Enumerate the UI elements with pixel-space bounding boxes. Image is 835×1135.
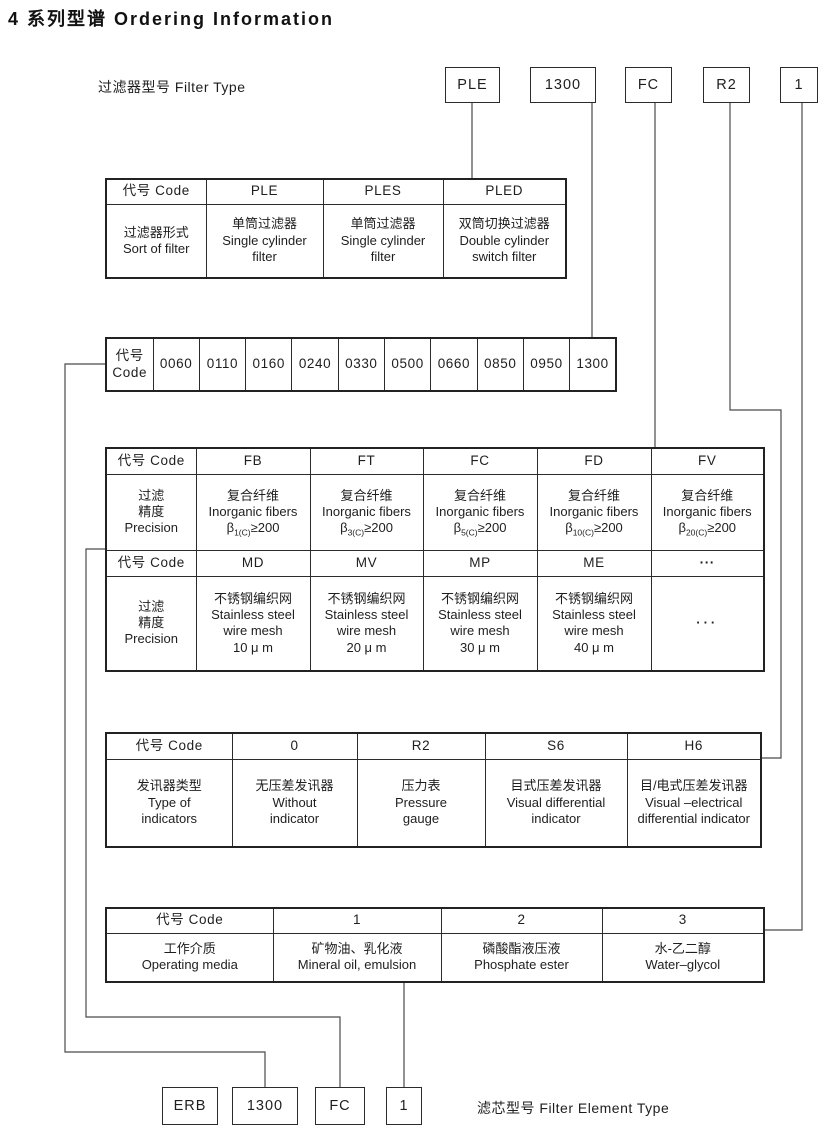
desc-cell: 双筒切换过滤器 Double cylinder switch filter xyxy=(442,203,567,279)
code-header-cell: 代号 Code xyxy=(105,178,207,205)
size-code-table: 代号 Code 0060 0110 0160 0240 0330 0500 06… xyxy=(105,337,617,392)
code-cell: 0330 xyxy=(337,337,385,392)
bottom-box-erb: ERB xyxy=(162,1087,218,1125)
code-header-cell: 代号 Code xyxy=(105,337,154,392)
row-label-cell: 过滤 精度 Precision xyxy=(105,575,197,672)
ellipsis-cell: ··· xyxy=(650,549,765,577)
code-cell: FB xyxy=(195,447,311,475)
bottom-box-fc: FC xyxy=(315,1087,365,1125)
code-header-cell: 代号 Code xyxy=(105,732,233,760)
filter-element-type-label: 滤芯型号 Filter Element Type xyxy=(477,1100,670,1116)
desc-cell: 不锈钢编织网 Stainless steel wire mesh 40 μ m xyxy=(536,575,652,672)
desc-cell: 单筒过滤器 Single cylinder filter xyxy=(322,203,444,279)
code-cell: 1 xyxy=(272,907,442,934)
code-cell: MV xyxy=(309,549,424,577)
media-table: 代号 Code 1 2 3 工作介质 Operating media 矿物油、乳… xyxy=(105,907,765,983)
code-cell: 0160 xyxy=(245,337,293,392)
desc-cell: 目/电式压差发讯器 Visual –electrical differentia… xyxy=(626,758,762,848)
indicator-table: 代号 Code 0 R2 S6 H6 发讯器类型 Type of indicat… xyxy=(105,732,762,848)
bottom-box-1300: 1300 xyxy=(232,1087,298,1125)
code-cell: 1300 xyxy=(569,337,617,392)
code-cell: MP xyxy=(422,549,538,577)
code-cell: ME xyxy=(536,549,652,577)
code-cell: PLE xyxy=(205,178,324,205)
top-box-r2: R2 xyxy=(703,67,750,103)
code-cell: MD xyxy=(195,549,311,577)
code-cell: 0060 xyxy=(152,337,200,392)
page-title: 4 系列型谱 Ordering Information xyxy=(8,9,335,29)
code-cell: 0850 xyxy=(476,337,524,392)
code-header-cell: 代号 Code xyxy=(105,447,197,475)
filter-type-label: 过滤器型号 Filter Type xyxy=(98,79,246,95)
wire-media-1 xyxy=(763,103,803,931)
top-box-1: 1 xyxy=(780,67,818,103)
code-cell: FT xyxy=(309,447,424,475)
code-header-cell: 代号 Code xyxy=(105,549,197,577)
code-cell: S6 xyxy=(484,732,628,760)
code-cell: FC xyxy=(422,447,538,475)
desc-cell: 磷酸酯液压液 Phosphate ester xyxy=(440,932,603,983)
code-cell: 0660 xyxy=(430,337,478,392)
code-header-cell: 代号 Code xyxy=(105,907,274,934)
code-cell: 0240 xyxy=(291,337,339,392)
code-cell: 0 xyxy=(231,732,358,760)
ellipsis-cell: ··· xyxy=(650,575,765,672)
code-cell: 3 xyxy=(601,907,765,934)
code-cell: PLES xyxy=(322,178,444,205)
code-cell: 0950 xyxy=(522,337,571,392)
desc-cell: 压力表 Pressure gauge xyxy=(356,758,486,848)
top-box-1300: 1300 xyxy=(530,67,596,103)
wire-size-to-element-1300 xyxy=(64,363,266,1087)
row-label-cell: 发讯器类型 Type of indicators xyxy=(105,758,233,848)
desc-cell: 无压差发讯器 Without indicator xyxy=(231,758,358,848)
wire-r2 xyxy=(729,103,782,759)
row-label-cell: 过滤 精度 Precision xyxy=(105,473,197,551)
bottom-box-1: 1 xyxy=(386,1087,422,1125)
desc-cell: 目式压差发讯器 Visual differential indicator xyxy=(484,758,628,848)
filter-sort-table: 代号 Code PLE PLES PLED 过滤器形式 Sort of filt… xyxy=(105,178,567,279)
desc-cell: 水-乙二醇 Water–glycol xyxy=(601,932,765,983)
desc-cell: 不锈钢编织网 Stainless steel wire mesh 20 μ m xyxy=(309,575,424,672)
code-cell: 0500 xyxy=(383,337,432,392)
desc-cell: 单筒过滤器 Single cylinder filter xyxy=(205,203,324,279)
code-cell: PLED xyxy=(442,178,567,205)
row-label-cell: 过滤器形式 Sort of filter xyxy=(105,203,207,279)
code-cell: 2 xyxy=(440,907,603,934)
desc-cell: 不锈钢编织网 Stainless steel wire mesh 30 μ m xyxy=(422,575,538,672)
wire-precision-to-element-fc xyxy=(85,548,341,1087)
code-cell: FV xyxy=(650,447,765,475)
code-cell: FD xyxy=(536,447,652,475)
row-label-cell: 工作介质 Operating media xyxy=(105,932,274,983)
precision-table: 代号 Code FB FT FC FD FV 过滤 精度 Precision 复… xyxy=(105,447,765,672)
top-box-ple: PLE xyxy=(445,67,500,103)
desc-cell: 矿物油、乳化液 Mineral oil, emulsion xyxy=(272,932,442,983)
top-box-fc: FC xyxy=(625,67,672,103)
desc-cell: 不锈钢编织网 Stainless steel wire mesh 10 μ m xyxy=(195,575,311,672)
code-cell: H6 xyxy=(626,732,762,760)
code-cell: 0110 xyxy=(198,337,247,392)
code-cell: R2 xyxy=(356,732,486,760)
